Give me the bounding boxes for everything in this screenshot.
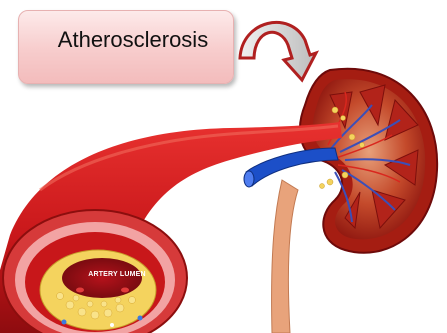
ureter xyxy=(272,180,298,333)
renal-vein xyxy=(246,148,338,186)
artery-lumen-label: ARTERY LUMEN xyxy=(72,271,162,278)
vein-opening xyxy=(244,171,254,187)
artery-lumen xyxy=(62,258,142,298)
diagram-title: Atherosclerosis xyxy=(19,27,233,53)
curved-arrow-icon xyxy=(240,22,316,80)
title-box: Atherosclerosis xyxy=(18,10,234,84)
